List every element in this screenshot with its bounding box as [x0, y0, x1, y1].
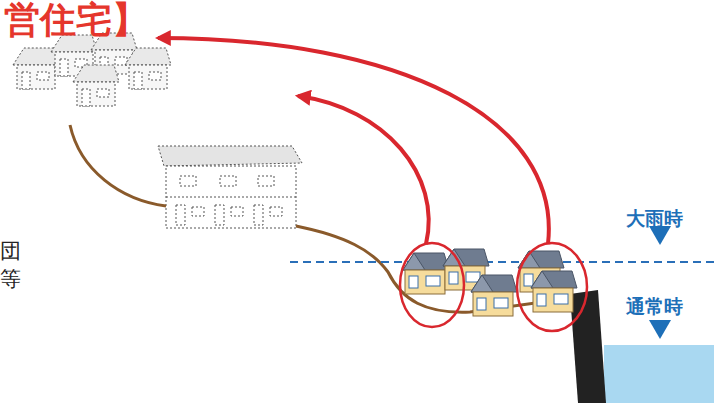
- relocated-house: [73, 65, 119, 106]
- lowland-house: [471, 275, 517, 316]
- river-bank: [570, 290, 606, 403]
- apartment-window: [258, 176, 274, 186]
- lowland-house: [531, 271, 577, 312]
- water-level-label: 通常時: [626, 296, 683, 317]
- apartment-window: [270, 207, 282, 216]
- highlight-circle: [517, 243, 587, 331]
- flood-level-line: [290, 261, 714, 263]
- apartment-window: [220, 176, 236, 186]
- apartment-roof: [158, 146, 302, 166]
- apartment-door: [176, 205, 185, 225]
- level-marker: [649, 320, 671, 339]
- ground-line: [70, 125, 166, 206]
- lowland-house: [403, 253, 449, 294]
- apartment-window: [231, 207, 243, 216]
- apartment-wall: [166, 166, 296, 228]
- body-text: 団: [0, 240, 21, 263]
- ground-line: [296, 226, 572, 312]
- highlight-circle: [400, 243, 464, 327]
- apartment-floor: [166, 197, 296, 198]
- water: [604, 345, 714, 403]
- relocation-arrow: [298, 96, 429, 244]
- water-level-label: 大雨時: [626, 208, 683, 229]
- body-text: 等: [0, 268, 21, 291]
- apartment-door: [215, 205, 224, 225]
- apartment-window: [180, 176, 196, 186]
- apartment-door: [254, 205, 263, 225]
- relocated-house: [125, 48, 171, 89]
- relocated-house: [13, 48, 59, 89]
- title: 営住宅】: [4, 0, 148, 40]
- relocation-arrow: [158, 38, 549, 244]
- apartment-window: [192, 207, 204, 216]
